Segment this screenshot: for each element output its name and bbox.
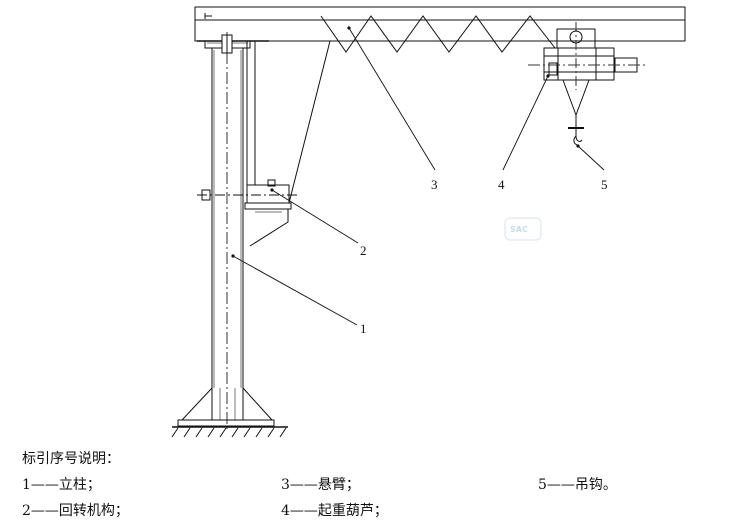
svg-text:SAC: SAC	[510, 225, 528, 234]
legend-title: 标引序号说明：	[22, 451, 120, 467]
legend-item-5: 5——吊钩。	[538, 477, 617, 493]
hoist	[528, 22, 645, 136]
jib-crane-drawing: 1 2 3 4 5 SAC	[171, 6, 686, 438]
leader-label-5: 5	[601, 177, 608, 192]
leader-label-4: 4	[498, 177, 505, 192]
legend-item-3: 3——悬臂；	[281, 477, 360, 493]
cantilever-arm	[194, 6, 686, 42]
column	[171, 32, 300, 438]
hook	[573, 135, 583, 146]
leader-label-3: 3	[431, 177, 438, 192]
legend-item-1: 1——立柱；	[22, 477, 101, 493]
slewing-mechanism	[244, 179, 292, 247]
leader-label-1: 1	[360, 321, 367, 336]
tie-rod	[288, 40, 331, 204]
leader-dots	[231, 26, 580, 258]
leader-label-2: 2	[360, 243, 367, 258]
legend-item-2: 2——回转机构；	[22, 503, 129, 519]
legend-item-4: 4——起重葫芦；	[281, 503, 388, 519]
sac-watermark: SAC	[504, 217, 542, 241]
festoon-cable	[320, 15, 556, 53]
leader-lines	[232, 27, 605, 326]
